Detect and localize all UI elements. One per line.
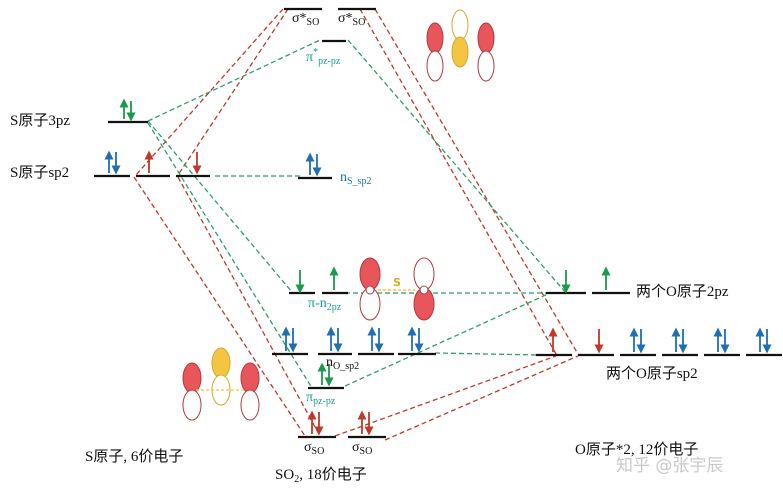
electron-pairs-n-o — [281, 326, 424, 353]
pi-pz-label: πpz-pz — [306, 390, 336, 407]
electron-pairs-sigma — [307, 410, 374, 436]
red-dashed-line — [374, 8, 579, 355]
o-2pz-label: 两个O原子2pz — [636, 284, 729, 300]
pi-n-label: π-n2pz — [308, 296, 342, 313]
s-sp2-label: S原子sp2 — [10, 165, 70, 181]
n-s-sp2-label: nS_sp2 — [340, 170, 372, 187]
red-dashed-line — [177, 176, 321, 437]
molecule-caption: SO2, 18价电子 — [275, 467, 367, 485]
o-atomic-levels — [536, 291, 782, 357]
pi-star-label: π*pz-pz — [306, 47, 341, 67]
red-dashed-line — [135, 8, 284, 176]
pi-star-orbital-sketch — [426, 9, 495, 82]
s-3pz-label: S原子3pz — [10, 113, 71, 129]
electron-pair — [119, 98, 136, 122]
green-dashed-line — [344, 293, 549, 387]
red-dashed-line — [359, 8, 557, 355]
sigma-star-label: σ*SO — [338, 11, 366, 28]
red-dashed-line — [177, 8, 289, 176]
pi-correlation-lines — [147, 39, 567, 389]
n-o-sp2-label: nO_sp2 — [326, 355, 360, 372]
green-dashed-line — [147, 122, 313, 389]
electron-pair — [317, 362, 334, 387]
red-dashed-line — [133, 176, 306, 437]
electron-pair — [104, 150, 121, 175]
green-dashed-line — [147, 120, 293, 293]
pi-n-orbital-sketch: S — [359, 257, 435, 321]
green-dashed-line — [147, 39, 321, 122]
s-atom-caption: S原子, 6价电子 — [85, 449, 184, 465]
mo-levels — [272, 7, 436, 439]
svg-text:S: S — [393, 276, 401, 289]
green-dashed-line — [347, 39, 567, 294]
electron-pair — [305, 152, 322, 177]
red-dashed-line — [384, 355, 579, 441]
sigma-star-label: σ*SO — [292, 11, 320, 28]
sigma-label: σSO — [304, 440, 325, 457]
red-dashed-line — [334, 355, 557, 437]
s-atomic-levels — [94, 120, 210, 178]
sigma-label: σSO — [352, 440, 373, 457]
pi-bonding-orbital-sketch — [182, 347, 260, 421]
sigma-correlation-lines — [133, 8, 579, 441]
o-sp2-label: 两个O原子sp2 — [606, 366, 698, 382]
watermark: 知乎 @张宇辰 — [616, 456, 724, 476]
green-dashed-line — [434, 352, 541, 356]
o-atom-caption: O原子*2, 12价电子 — [575, 442, 699, 458]
electron-pairs-o-sp2 — [629, 327, 772, 354]
